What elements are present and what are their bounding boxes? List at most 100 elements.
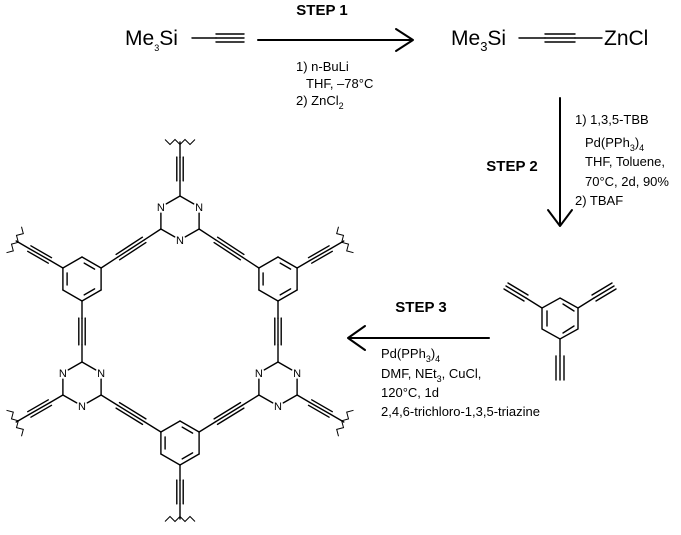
link-t1-b1-triple (118, 241, 147, 261)
step2-arrow: STEP 2 1) 1,3,5-TBB Pd(PPh3)4 THF, Tolue… (486, 97, 669, 227)
benzene-left-bond (81, 289, 102, 302)
benzene-bottom-bond (179, 453, 200, 466)
svg-text:DMF, NEt3, CuCl,: DMF, NEt3, CuCl, (381, 366, 481, 384)
step3-label: STEP 3 (395, 299, 446, 316)
ext-left-lower-wavy (6, 409, 24, 437)
teb-right-triple-3 (595, 288, 617, 302)
step1-condition-3-subscript: 2 (339, 101, 344, 111)
teb-left-triple-1 (505, 285, 527, 299)
ext-right-upper-triple (311, 250, 333, 264)
step1-condition-2: THF, –78°C (306, 76, 373, 91)
link-t3-b3-single (241, 394, 260, 407)
triazine-top-bond (184, 228, 200, 238)
triethynylbenzene (503, 282, 617, 381)
step3-condition-1: Pd(PPh (381, 346, 426, 361)
reactant-si: Si (159, 27, 178, 50)
product-zncl: ZnCl (604, 27, 648, 50)
teb-left-single (525, 297, 543, 309)
triazine-nitrogen-label: N (97, 368, 105, 380)
triazine-nitrogen-label: N (274, 401, 282, 413)
triazine-nitrogen-label: N (176, 235, 184, 247)
teb-right-triple-1 (593, 285, 615, 299)
link-t1-b2-single (198, 228, 217, 241)
reactant-me-subscript: 3 (154, 43, 159, 53)
benzene-right-bond (277, 289, 298, 302)
benzene-right-inner-bond (279, 262, 292, 270)
link-t1-b2-triple (213, 241, 242, 261)
step1-arrow: STEP 1 1) n-BuLi THF, –78°C 2) ZnCl2 (257, 2, 414, 111)
product-si: Si (487, 27, 506, 50)
ext-left-lower-triple (27, 399, 49, 413)
link-t2-b3-single (100, 394, 119, 407)
step2-condition-5: 2) TBAF (575, 193, 623, 208)
link-t3-b3-triple (216, 407, 245, 426)
ext-left-upper-triple (28, 247, 51, 262)
link-t1-b1-triple (117, 239, 145, 258)
ext-left-upper-wavy (6, 226, 24, 254)
product-me-subscript: 3 (480, 39, 487, 54)
step2-condition-3: THF, Toluene, (585, 154, 665, 169)
ext-left-lower-single (49, 394, 64, 404)
teb-left-triple-3 (503, 288, 525, 302)
link-t3-b3-triple (215, 404, 243, 423)
triazine-left-bond (62, 394, 78, 404)
benzene-bottom-inner-bond (181, 452, 194, 460)
ext-right-upper-triple (307, 245, 330, 259)
triazine-nitrogen-label: N (157, 202, 165, 214)
step3-condition-1-subscript: 3 (426, 354, 431, 364)
ext-right-lower-wavy (336, 409, 354, 437)
triazine-left-bond (81, 361, 97, 371)
reactant-tms-acetylene: Me3Si (125, 27, 245, 53)
benzene-right-inner-bond (279, 288, 292, 296)
triazine-nitrogen-label: N (78, 401, 86, 413)
product-zinc-acetylide: Me3Si ZnCl (451, 27, 648, 54)
step2-arrow-head (547, 209, 573, 227)
teb-right-triple-2 (591, 282, 613, 296)
benzene-right-bond (258, 289, 279, 302)
link-t2-b3-triple (115, 407, 144, 426)
step1-condition-3: 2) ZnCl (296, 93, 339, 108)
benzene-left-inner-bond (83, 288, 96, 296)
step3-arrow-head (347, 325, 366, 351)
triazine-nitrogen-label: N (255, 368, 263, 380)
svg-text:Pd(PPh3)4: Pd(PPh3)4 (585, 135, 644, 153)
ext-right-lower-triple (311, 399, 333, 413)
link-t1-b1-triple (115, 236, 144, 256)
teb-inner-bond-3 (562, 325, 575, 334)
link-t3-b3-single (198, 420, 217, 433)
triazine-nitrogen-label: N (195, 202, 203, 214)
step2-condition-2-subscript: 3 (630, 143, 635, 153)
ext-right-upper-triple (309, 247, 332, 262)
product-me: Me (451, 27, 480, 50)
benzene-bottom-bond (160, 420, 181, 433)
step2-condition-4: 70°C, 2d, 90% (585, 174, 669, 189)
step3-condition-1-close: ) (431, 346, 435, 361)
step3-arrow: STEP 3 Pd(PPh3)4 DMF, NEt3, CuCl, 120°C,… (347, 299, 540, 419)
step3-condition-2-rest: , CuCl, (442, 366, 482, 381)
link-t3-b3-triple (213, 401, 242, 420)
benzene-left-inner-bond (83, 262, 96, 270)
step2-condition-2-subscript2: 4 (639, 143, 644, 153)
step3-condition-2-subscript: 3 (437, 374, 442, 384)
benzene-right-bond (258, 256, 279, 269)
benzene-bottom-bond (160, 453, 181, 466)
benzene-right-bond (277, 256, 298, 269)
step2-condition-1: 1) 1,3,5-TBB (575, 112, 649, 127)
step3-condition-4: 2,4,6-trichloro-1,3,5-triazine (381, 404, 540, 419)
ext-left-upper-single (49, 259, 64, 269)
benzene-bottom-inner-bond (181, 426, 194, 434)
ext-right-upper-single (296, 259, 311, 269)
triazine-left-bond (86, 394, 102, 404)
step3-condition-3: 120°C, 1d (381, 385, 439, 400)
link-t1-b1-single (143, 228, 162, 241)
step3-condition-1-subscript2: 4 (435, 354, 440, 364)
step1-label: STEP 1 (296, 2, 347, 19)
step2-condition-2-close: ) (635, 135, 639, 150)
teb-left-triple-2 (507, 282, 529, 296)
triazine-right-bond (277, 361, 293, 371)
step1-condition-1: 1) n-BuLi (296, 59, 349, 74)
ext-right-lower-single (296, 394, 311, 404)
triazine-left-bond (67, 361, 83, 371)
